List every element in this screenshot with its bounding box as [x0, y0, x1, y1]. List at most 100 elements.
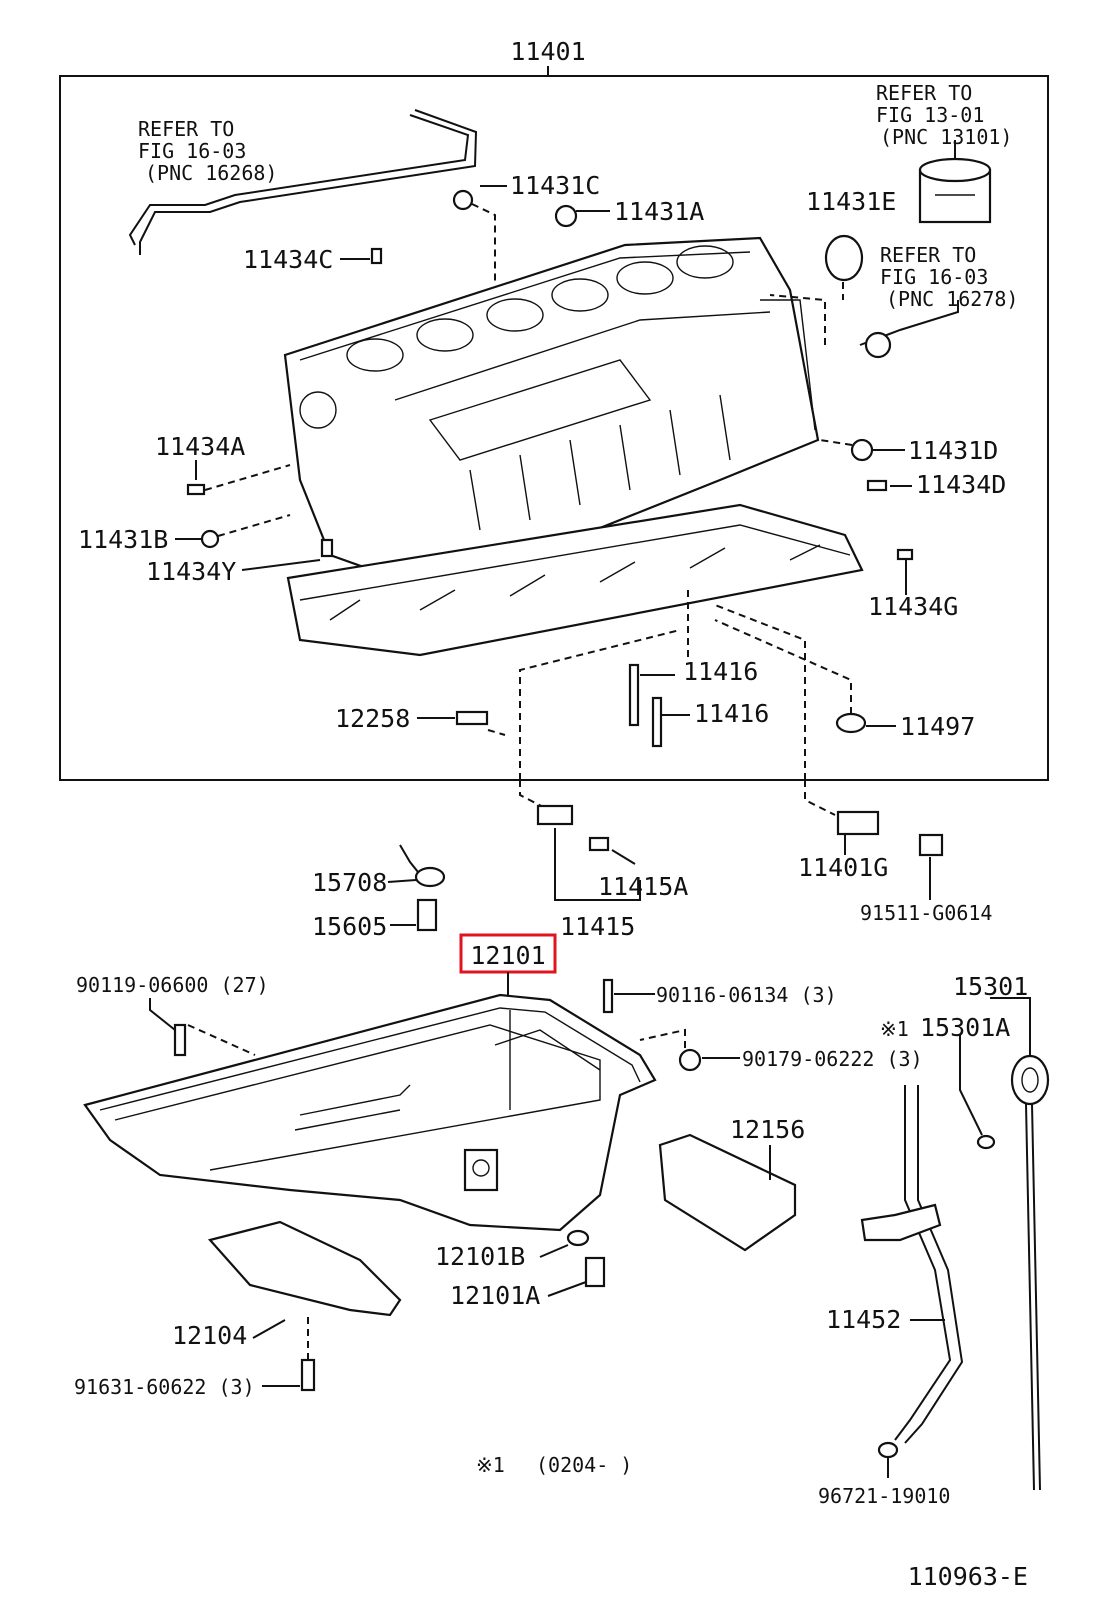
footer-note-text: (0204- ) — [536, 1453, 632, 1477]
ref-jet-line-3: (PNC 16278) — [886, 287, 1018, 311]
footer-note-symbol: ※1 — [476, 1453, 505, 1477]
bolt-11415A — [588, 836, 610, 852]
ref-piston-line-1: REFER TO — [876, 81, 972, 105]
part-label-11434C[interactable]: 11434C — [243, 245, 333, 274]
part-label-11431D[interactable]: 11431D — [908, 436, 998, 465]
oil-pan-drawing — [83, 993, 657, 1232]
part-label-11434Y[interactable]: 11434Y — [146, 557, 236, 586]
dash-11415-low — [519, 780, 546, 809]
part-label-91511[interactable]: 91511-G0614 — [860, 901, 992, 925]
pin-12258 — [455, 710, 489, 726]
baffle-12156 — [658, 1133, 797, 1252]
part-label-11416-a[interactable]: 11416 — [683, 657, 758, 686]
plug-15605 — [416, 898, 438, 932]
figure-code: 110963-E — [908, 1562, 1028, 1591]
part-label-11401G[interactable]: 11401G — [798, 853, 888, 882]
assembly-frame — [59, 75, 1049, 781]
part-label-12101A[interactable]: 12101A — [450, 1281, 540, 1310]
dash-11431B — [217, 514, 291, 537]
part-label-11415[interactable]: 11415 — [560, 912, 635, 941]
stud-90116 — [602, 978, 614, 1014]
part-label-12104[interactable]: 12104 — [172, 1321, 247, 1350]
leader-15301 — [990, 997, 1031, 1055]
part-label-91631[interactable]: 91631-60622 (3) — [74, 1375, 255, 1399]
plug-11431C — [452, 189, 474, 211]
ref-piston-line-3: (PNC 13101) — [880, 125, 1012, 149]
note-mark-15301A: ※1 — [880, 1017, 909, 1041]
plug-11431A — [554, 204, 578, 228]
dash-11434A — [204, 464, 291, 491]
leader-15301A — [959, 1035, 983, 1136]
part-label-12156[interactable]: 12156 — [730, 1115, 805, 1144]
sensor-11401G — [836, 810, 880, 836]
part-label-11497[interactable]: 11497 — [900, 712, 975, 741]
part-label-90179[interactable]: 90179-06222 (3) — [742, 1047, 923, 1071]
plug-11431E — [824, 234, 864, 282]
gasket-11497 — [835, 712, 867, 734]
part-label-11415A[interactable]: 11415A — [598, 872, 688, 901]
oil-pipe-line-2 — [139, 109, 478, 255]
ref-piston-line-2: FIG 13-01 — [876, 103, 984, 127]
pin-11434D — [866, 479, 888, 492]
assembly-label[interactable]: 11401 — [510, 37, 585, 66]
part-label-11431E[interactable]: 11431E — [806, 187, 896, 216]
nut-90179 — [678, 1048, 702, 1072]
dash-11401G-low — [804, 780, 836, 816]
part-label-15301A[interactable]: 15301A — [920, 1013, 1010, 1042]
part-label-11431C[interactable]: 11431C — [510, 171, 600, 200]
dash-12258 — [487, 729, 506, 736]
part-label-96721[interactable]: 96721-19010 — [818, 1484, 950, 1508]
oil-pipe-line — [128, 114, 470, 246]
pin-11434G — [896, 548, 914, 561]
part-label-15605[interactable]: 15605 — [312, 912, 387, 941]
plate-12104 — [207, 1220, 402, 1317]
piston-drawing — [918, 140, 992, 224]
pin-11434C — [370, 247, 383, 265]
part-label-12101B[interactable]: 12101B — [435, 1242, 525, 1271]
dash-11401G — [714, 604, 806, 780]
bolt-91511 — [918, 833, 944, 857]
part-label-90119[interactable]: 90119-06600 (27) — [76, 973, 269, 997]
leader-15708 — [387, 879, 417, 883]
bolt-11416-b — [651, 696, 663, 748]
dash-11431C — [471, 203, 496, 285]
part-label-11452[interactable]: 11452 — [826, 1305, 901, 1334]
part-label-11431A[interactable]: 11431A — [614, 197, 704, 226]
plug-11431D — [850, 438, 874, 462]
leader-12104 — [252, 1319, 286, 1339]
part-label-90116[interactable]: 90116-06134 (3) — [656, 983, 837, 1007]
ref-jet-line-2: FIG 16-03 — [880, 265, 988, 289]
dash-11431D — [819, 439, 853, 446]
ref-left-line-3: (PNC 16268) — [145, 161, 277, 185]
part-label-12101[interactable]: 12101 — [470, 941, 545, 970]
ref-left-line-1: REFER TO — [138, 117, 234, 141]
oil-jet-fitting — [864, 331, 892, 359]
cylinder-block-drawing — [283, 236, 864, 657]
bolt-90119 — [173, 1023, 187, 1057]
part-label-11434D[interactable]: 11434D — [916, 470, 1006, 499]
part-label-15301[interactable]: 15301 — [953, 972, 1028, 1001]
part-label-12258[interactable]: 12258 — [335, 704, 410, 733]
ref-left-line-2: FIG 16-03 — [138, 139, 246, 163]
part-label-11416-b[interactable]: 11416 — [694, 699, 769, 728]
dash-90119 — [187, 1024, 256, 1056]
sensor-11415 — [536, 804, 574, 826]
part-label-11434G[interactable]: 11434G — [868, 592, 958, 621]
leader-12101A — [547, 1281, 587, 1297]
bolt-11416-a — [628, 663, 640, 727]
leader-11434Y — [241, 559, 321, 571]
part-label-11431B[interactable]: 11431B — [78, 525, 168, 554]
dash-11497 — [714, 619, 852, 714]
part-label-11434A[interactable]: 11434A — [155, 432, 245, 461]
drain-plug-12101A — [584, 1256, 606, 1288]
bracket-11415 — [554, 828, 641, 901]
leader-90119 — [149, 998, 176, 1031]
pin-11434A — [186, 483, 206, 496]
gasket-12101B — [566, 1229, 590, 1247]
pin-11434Y — [320, 538, 334, 558]
part-label-15708[interactable]: 15708 — [312, 868, 387, 897]
leader-11415A — [611, 849, 636, 865]
o-ring-96721 — [877, 1441, 899, 1459]
